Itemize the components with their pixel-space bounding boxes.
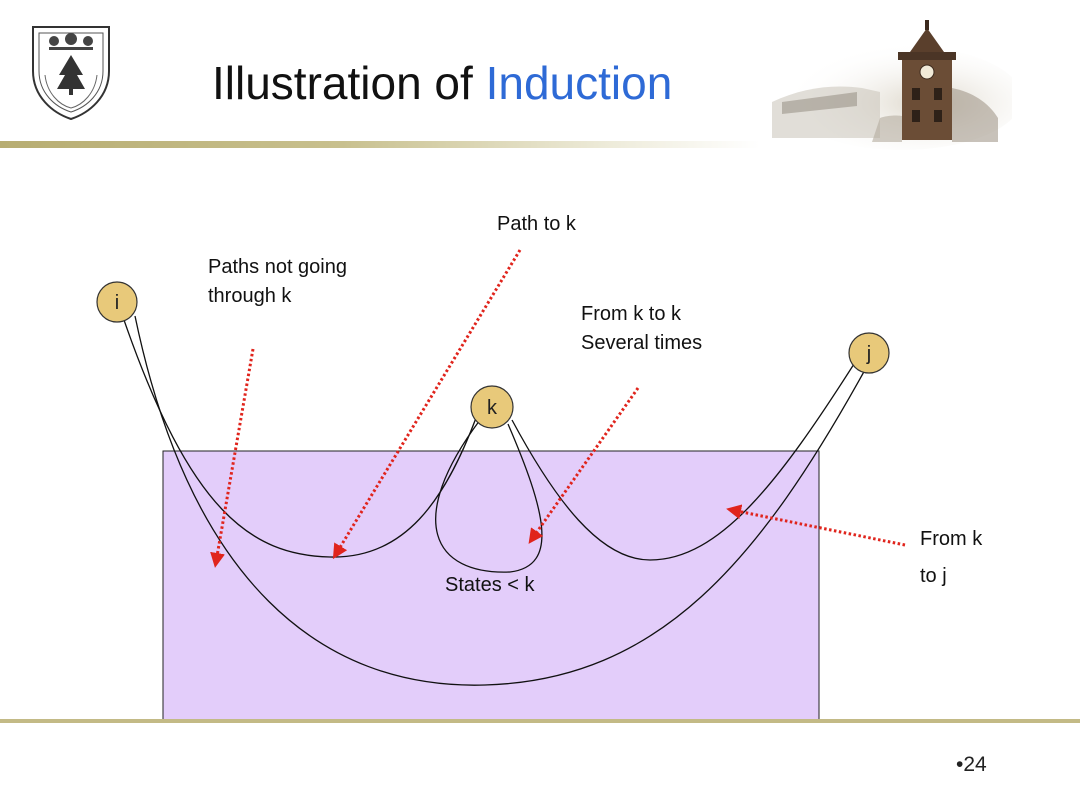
- header-divider: [0, 141, 760, 148]
- region-label: States < k: [445, 574, 535, 596]
- arrow-paths-not-k: [210, 348, 255, 568]
- footer-divider: [0, 719, 1080, 723]
- label-paths-not-k-line1: Paths not going: [208, 256, 347, 278]
- node-j: j: [848, 332, 890, 374]
- nanjing-university-emblem-icon: [32, 26, 110, 121]
- slide-title: Illustration of Induction: [212, 60, 672, 106]
- label-paths-not-k-line2: through k: [208, 285, 292, 307]
- title-prefix: Illustration of: [212, 57, 486, 109]
- path-k-to-j: [511, 363, 855, 561]
- label-k-to-j-line1: From k: [920, 528, 983, 550]
- label-k-to-k-line2: Several times: [581, 332, 702, 354]
- path-i-to-j-direct: [134, 315, 867, 686]
- node-j-label: j: [866, 343, 871, 365]
- arrow-path-to-k: [332, 249, 522, 560]
- states-region: [162, 450, 820, 721]
- label-k-to-k-line1: From k to k: [581, 303, 682, 325]
- title-accent: Induction: [485, 57, 673, 109]
- arrow-k-to-k: [528, 387, 640, 544]
- arrow-k-to-j: [726, 504, 906, 547]
- node-i-label: i: [115, 292, 119, 314]
- node-i: i: [96, 281, 138, 323]
- node-k: k: [470, 385, 514, 429]
- path-k-to-k-loop: [435, 419, 543, 573]
- label-k-to-j-line2: to j: [920, 565, 947, 587]
- node-k-label: k: [487, 397, 498, 419]
- label-path-to-k: Path to k: [497, 213, 577, 235]
- clock-tower-image: [772, 20, 1012, 150]
- page-number: •24: [956, 753, 987, 776]
